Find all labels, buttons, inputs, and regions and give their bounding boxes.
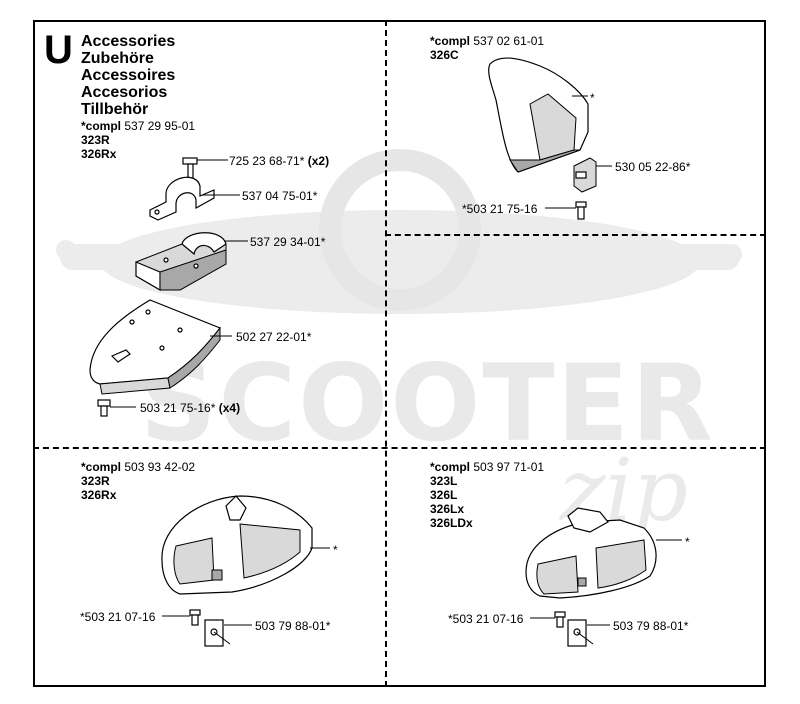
- compl-label: *compl: [81, 119, 122, 133]
- part-label-502-27-22-01: 502 27 22-01*: [236, 330, 312, 344]
- model: 323R: [81, 133, 110, 147]
- kit-2: *compl 537 02 61-01 326C: [430, 34, 544, 62]
- bolt-part: [182, 157, 198, 179]
- model: 326LDx: [430, 516, 473, 530]
- compl-label: *compl: [430, 460, 471, 474]
- screw-part: [554, 611, 566, 628]
- part-label-503-21-75-16: 503 21 75-16* (x4): [140, 401, 241, 415]
- part-label-503-79-88-01: 503 79 88-01*: [255, 619, 331, 633]
- section-letter: U: [44, 28, 73, 72]
- guard-part: [89, 299, 221, 395]
- compl-number: 503 97 71-01: [473, 460, 545, 474]
- guard-part: [488, 57, 589, 173]
- title-sv: Tillbehör: [81, 101, 149, 118]
- model: 326Rx: [81, 147, 117, 161]
- part-label-503-21-07-16: *503 21 07-16: [80, 610, 156, 624]
- model: 326Rx: [81, 488, 117, 502]
- clip-part: [573, 157, 597, 193]
- title-de: Zubehöre: [81, 50, 154, 67]
- part-label-725-23-68-71: 725 23 68-71* (x2): [229, 154, 330, 168]
- callout-star: *: [590, 91, 595, 105]
- compl-label: *compl: [81, 460, 122, 474]
- plate-part: [567, 619, 594, 647]
- section-titles: Accessories Zubehöre Accessoires Accesor…: [81, 33, 175, 118]
- kit-4: *compl 503 97 71-01 323L 326L 326Lx 326L…: [430, 460, 544, 530]
- plate-part: [204, 619, 231, 647]
- model: 326L: [430, 488, 458, 502]
- title-es: Accesorios: [81, 84, 168, 101]
- compl-number: 503 93 42-02: [124, 460, 196, 474]
- guard-part: [525, 507, 657, 599]
- part-label-537-29-34-01: 537 29 34-01*: [250, 235, 326, 249]
- part-label-503-21-07-16-b: *503 21 07-16: [448, 612, 524, 626]
- model: 323R: [81, 474, 110, 488]
- screw-part: [189, 609, 201, 626]
- compl-label: *compl: [430, 34, 471, 48]
- callout-star: *: [685, 535, 690, 549]
- vertical-divider: [385, 20, 387, 687]
- screw-part: [97, 399, 111, 417]
- bracket-part: [135, 232, 227, 292]
- part-label-503-79-88-01-b: 503 79 88-01*: [613, 619, 689, 633]
- part-label-503-21-75-16-b: *503 21 75-16: [462, 202, 538, 216]
- compl-number: 537 02 61-01: [473, 34, 545, 48]
- part-label-530-05-22-86: 530 05 22-86*: [615, 160, 691, 174]
- diagram-frame: [33, 20, 766, 687]
- title-fr: Accessoires: [81, 67, 176, 84]
- compl-number: 537 29 95-01: [124, 119, 196, 133]
- screw-part: [575, 201, 587, 220]
- horizontal-divider: [33, 447, 766, 449]
- guard-part: [161, 495, 313, 595]
- model: 326C: [430, 48, 459, 62]
- horizontal-divider-right: [385, 234, 766, 236]
- kit-3: *compl 503 93 42-02 323R 326Rx: [81, 460, 195, 502]
- clamp-part: [149, 176, 215, 221]
- title-en: Accessories: [81, 33, 176, 50]
- kit-1: *compl 537 29 95-01 323R 326Rx: [81, 119, 195, 161]
- part-label-537-04-75-01: 537 04 75-01*: [242, 189, 318, 203]
- callout-star: *: [333, 543, 338, 557]
- model: 326Lx: [430, 502, 465, 516]
- model: 323L: [430, 474, 458, 488]
